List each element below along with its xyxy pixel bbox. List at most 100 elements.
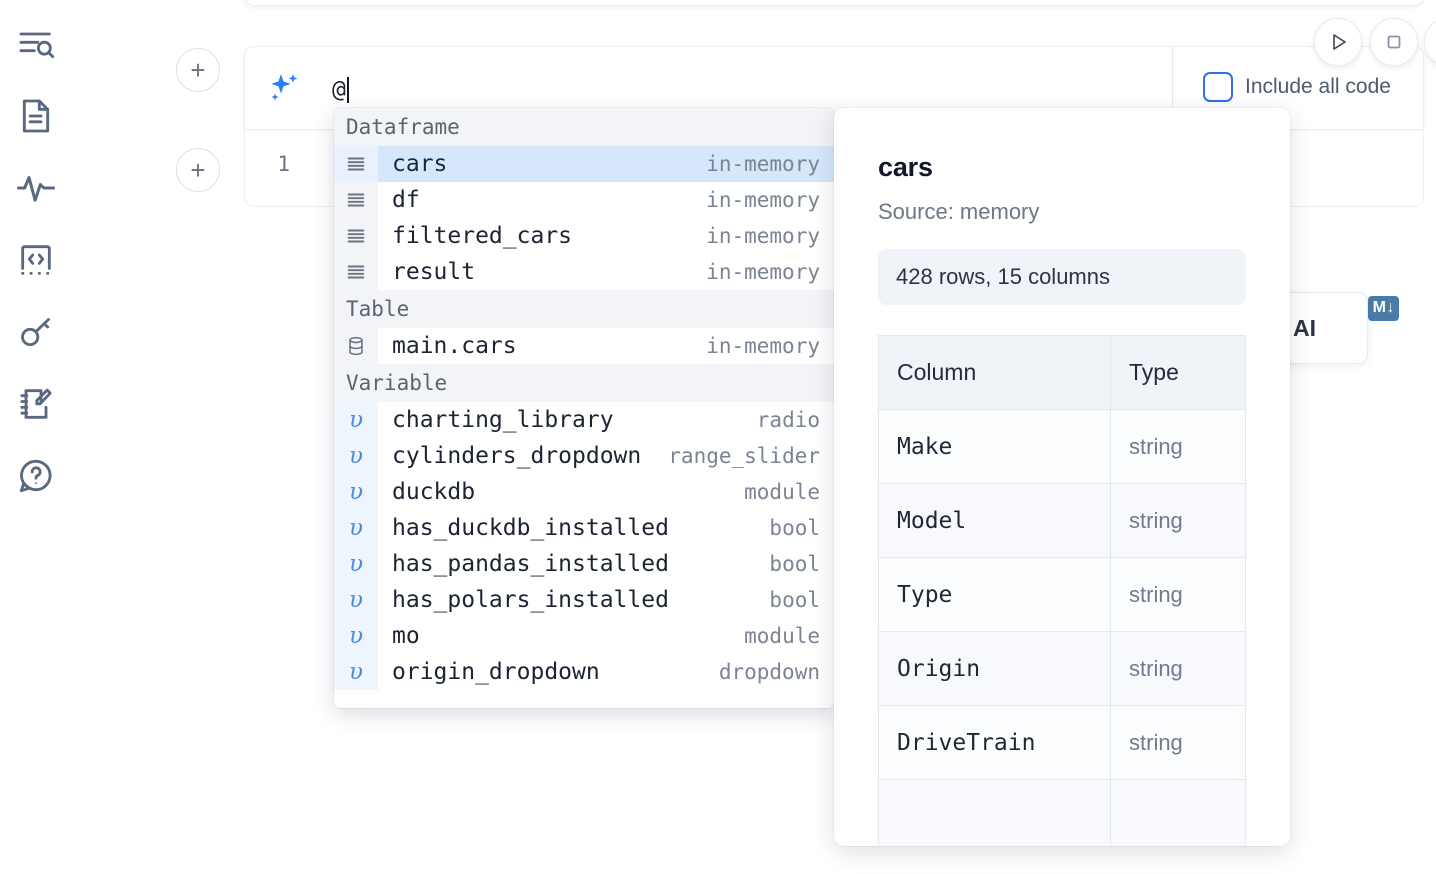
previous-cell-stub <box>244 0 1424 6</box>
autocomplete-item[interactable]: υ origin_dropdown dropdown <box>334 654 834 690</box>
column-type-cell: string <box>1110 631 1246 706</box>
autocomplete-item-name: has_polars_installed <box>392 587 669 613</box>
table-icon <box>334 328 378 364</box>
autocomplete-item-name: df <box>392 187 420 213</box>
autocomplete-item-name: origin_dropdown <box>392 659 600 685</box>
autocomplete-item[interactable]: main.cars in-memory <box>334 328 834 364</box>
detail-shape-badge: 428 rows, 15 columns <box>878 249 1246 305</box>
dataframe-icon <box>334 218 378 254</box>
explore-icon[interactable] <box>12 18 60 70</box>
markdown-badge-arrow: ↓ <box>1386 299 1395 316</box>
column-name-cell <box>878 779 1111 846</box>
autocomplete-item-kind: dropdown <box>718 660 820 684</box>
autocomplete-item[interactable]: filtered_cars in-memory <box>334 218 834 254</box>
autocomplete-item-kind: in-memory <box>706 188 820 212</box>
autocomplete-item-kind: in-memory <box>706 224 820 248</box>
autocomplete-item-kind: bool <box>769 516 820 540</box>
run-button[interactable] <box>1314 18 1362 66</box>
add-cell-button-bottom[interactable]: + <box>176 148 220 192</box>
more-actions-button[interactable] <box>1424 18 1436 66</box>
ai-prompt-value: @ <box>332 77 346 103</box>
autocomplete-item-name: cylinders_dropdown <box>392 443 642 469</box>
column-type-cell <box>1110 779 1246 846</box>
table-column-header: Column <box>878 335 1111 410</box>
variable-icon: υ <box>334 474 378 510</box>
sidebar-rail <box>0 0 72 874</box>
autocomplete-item[interactable]: df in-memory <box>334 182 834 218</box>
column-type-cell: string <box>1110 483 1246 558</box>
table-column-header: Type <box>1110 335 1246 410</box>
variable-icon: υ <box>334 618 378 654</box>
autocomplete-item-name: has_pandas_installed <box>392 551 669 577</box>
stop-button[interactable] <box>1370 18 1418 66</box>
column-name-cell: DriveTrain <box>878 705 1111 780</box>
autocomplete-item[interactable]: result in-memory <box>334 254 834 290</box>
autocomplete-item[interactable]: υ has_pandas_installed bool <box>334 546 834 582</box>
variable-icon: υ <box>334 654 378 690</box>
autocomplete-item-name: result <box>392 259 476 285</box>
activity-icon[interactable] <box>12 162 60 214</box>
markdown-badge-letter: M <box>1372 299 1386 316</box>
snippets-icon[interactable] <box>12 234 60 286</box>
help-icon[interactable] <box>12 450 60 502</box>
autocomplete-item-name: duckdb <box>392 479 476 505</box>
column-name-cell: Model <box>878 483 1111 558</box>
autocomplete-group-header: Variable <box>334 364 834 402</box>
markdown-icon[interactable]: M ↓ <box>1367 296 1399 321</box>
secrets-icon[interactable] <box>12 306 60 358</box>
column-name-cell: Origin <box>878 631 1111 706</box>
autocomplete-item-kind: range_slider <box>668 444 820 468</box>
dataframe-detail-panel: cars Source: memory 428 rows, 15 columns… <box>834 108 1290 846</box>
autocomplete-item-name: charting_library <box>392 407 614 433</box>
column-name-cell: Make <box>878 409 1111 484</box>
autocomplete-item-name: filtered_cars <box>392 223 573 249</box>
code-line-number: 1 <box>277 152 290 176</box>
autocomplete-item[interactable]: cars in-memory <box>334 146 834 182</box>
autocomplete-item-kind: in-memory <box>706 334 820 358</box>
column-type-cell: string <box>1110 409 1246 484</box>
autocomplete-item-kind: in-memory <box>706 260 820 284</box>
notebook-icon[interactable] <box>12 90 60 142</box>
dataframe-icon <box>334 146 378 182</box>
sparkles-icon <box>264 68 304 110</box>
include-all-code-control[interactable]: Include all code <box>1203 72 1391 102</box>
detail-title: cars <box>878 152 933 182</box>
ai-prompt-input[interactable]: @ <box>332 70 1152 110</box>
autocomplete-group-header: Table <box>334 290 834 328</box>
column-name-cell: Type <box>878 557 1111 632</box>
ai-cell-divider <box>1172 46 1173 130</box>
variable-icon: υ <box>334 546 378 582</box>
autocomplete-item-kind: radio <box>756 408 820 432</box>
variable-icon: υ <box>334 582 378 618</box>
detail-source: Source: memory <box>878 199 1040 224</box>
scratchpad-icon[interactable] <box>12 378 60 430</box>
add-cell-button-top[interactable]: + <box>176 48 220 92</box>
column-type-cell: string <box>1110 557 1246 632</box>
autocomplete-item-kind: bool <box>769 552 820 576</box>
autocomplete-item-name: main.cars <box>392 333 517 359</box>
table-row <box>878 779 1246 846</box>
include-all-code-label: Include all code <box>1245 75 1391 98</box>
text-caret <box>346 77 349 103</box>
autocomplete-item-kind: bool <box>769 588 820 612</box>
dataframe-icon <box>334 182 378 218</box>
autocomplete-item-kind: in-memory <box>706 152 820 176</box>
autocomplete-item-kind: module <box>744 624 820 648</box>
column-type-cell: string <box>1110 705 1246 780</box>
include-all-code-checkbox[interactable] <box>1203 72 1233 102</box>
autocomplete-item[interactable]: υ has_polars_installed bool <box>334 582 834 618</box>
autocomplete-item-name: cars <box>392 151 448 177</box>
